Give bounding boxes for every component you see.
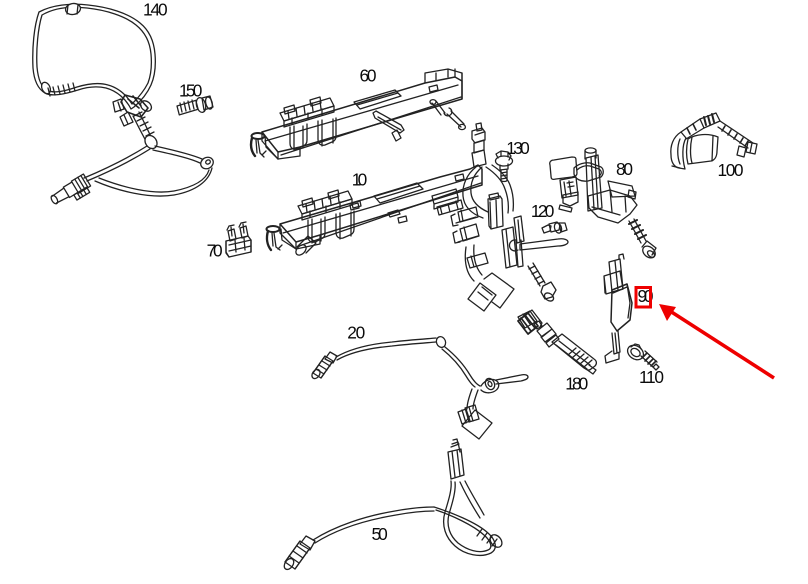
svg-text:110: 110 [639, 367, 664, 387]
svg-text:120: 120 [531, 201, 555, 221]
svg-text:60: 60 [360, 65, 377, 85]
svg-text:70: 70 [207, 241, 223, 261]
svg-text:130: 130 [506, 138, 530, 158]
svg-text:150: 150 [179, 81, 202, 101]
svg-text:10: 10 [352, 170, 368, 190]
svg-text:50: 50 [372, 524, 388, 544]
svg-text:80: 80 [616, 159, 633, 179]
svg-text:140: 140 [143, 0, 168, 20]
svg-text:180: 180 [565, 373, 588, 393]
svg-text:100: 100 [718, 160, 744, 180]
svg-text:20: 20 [347, 323, 365, 343]
